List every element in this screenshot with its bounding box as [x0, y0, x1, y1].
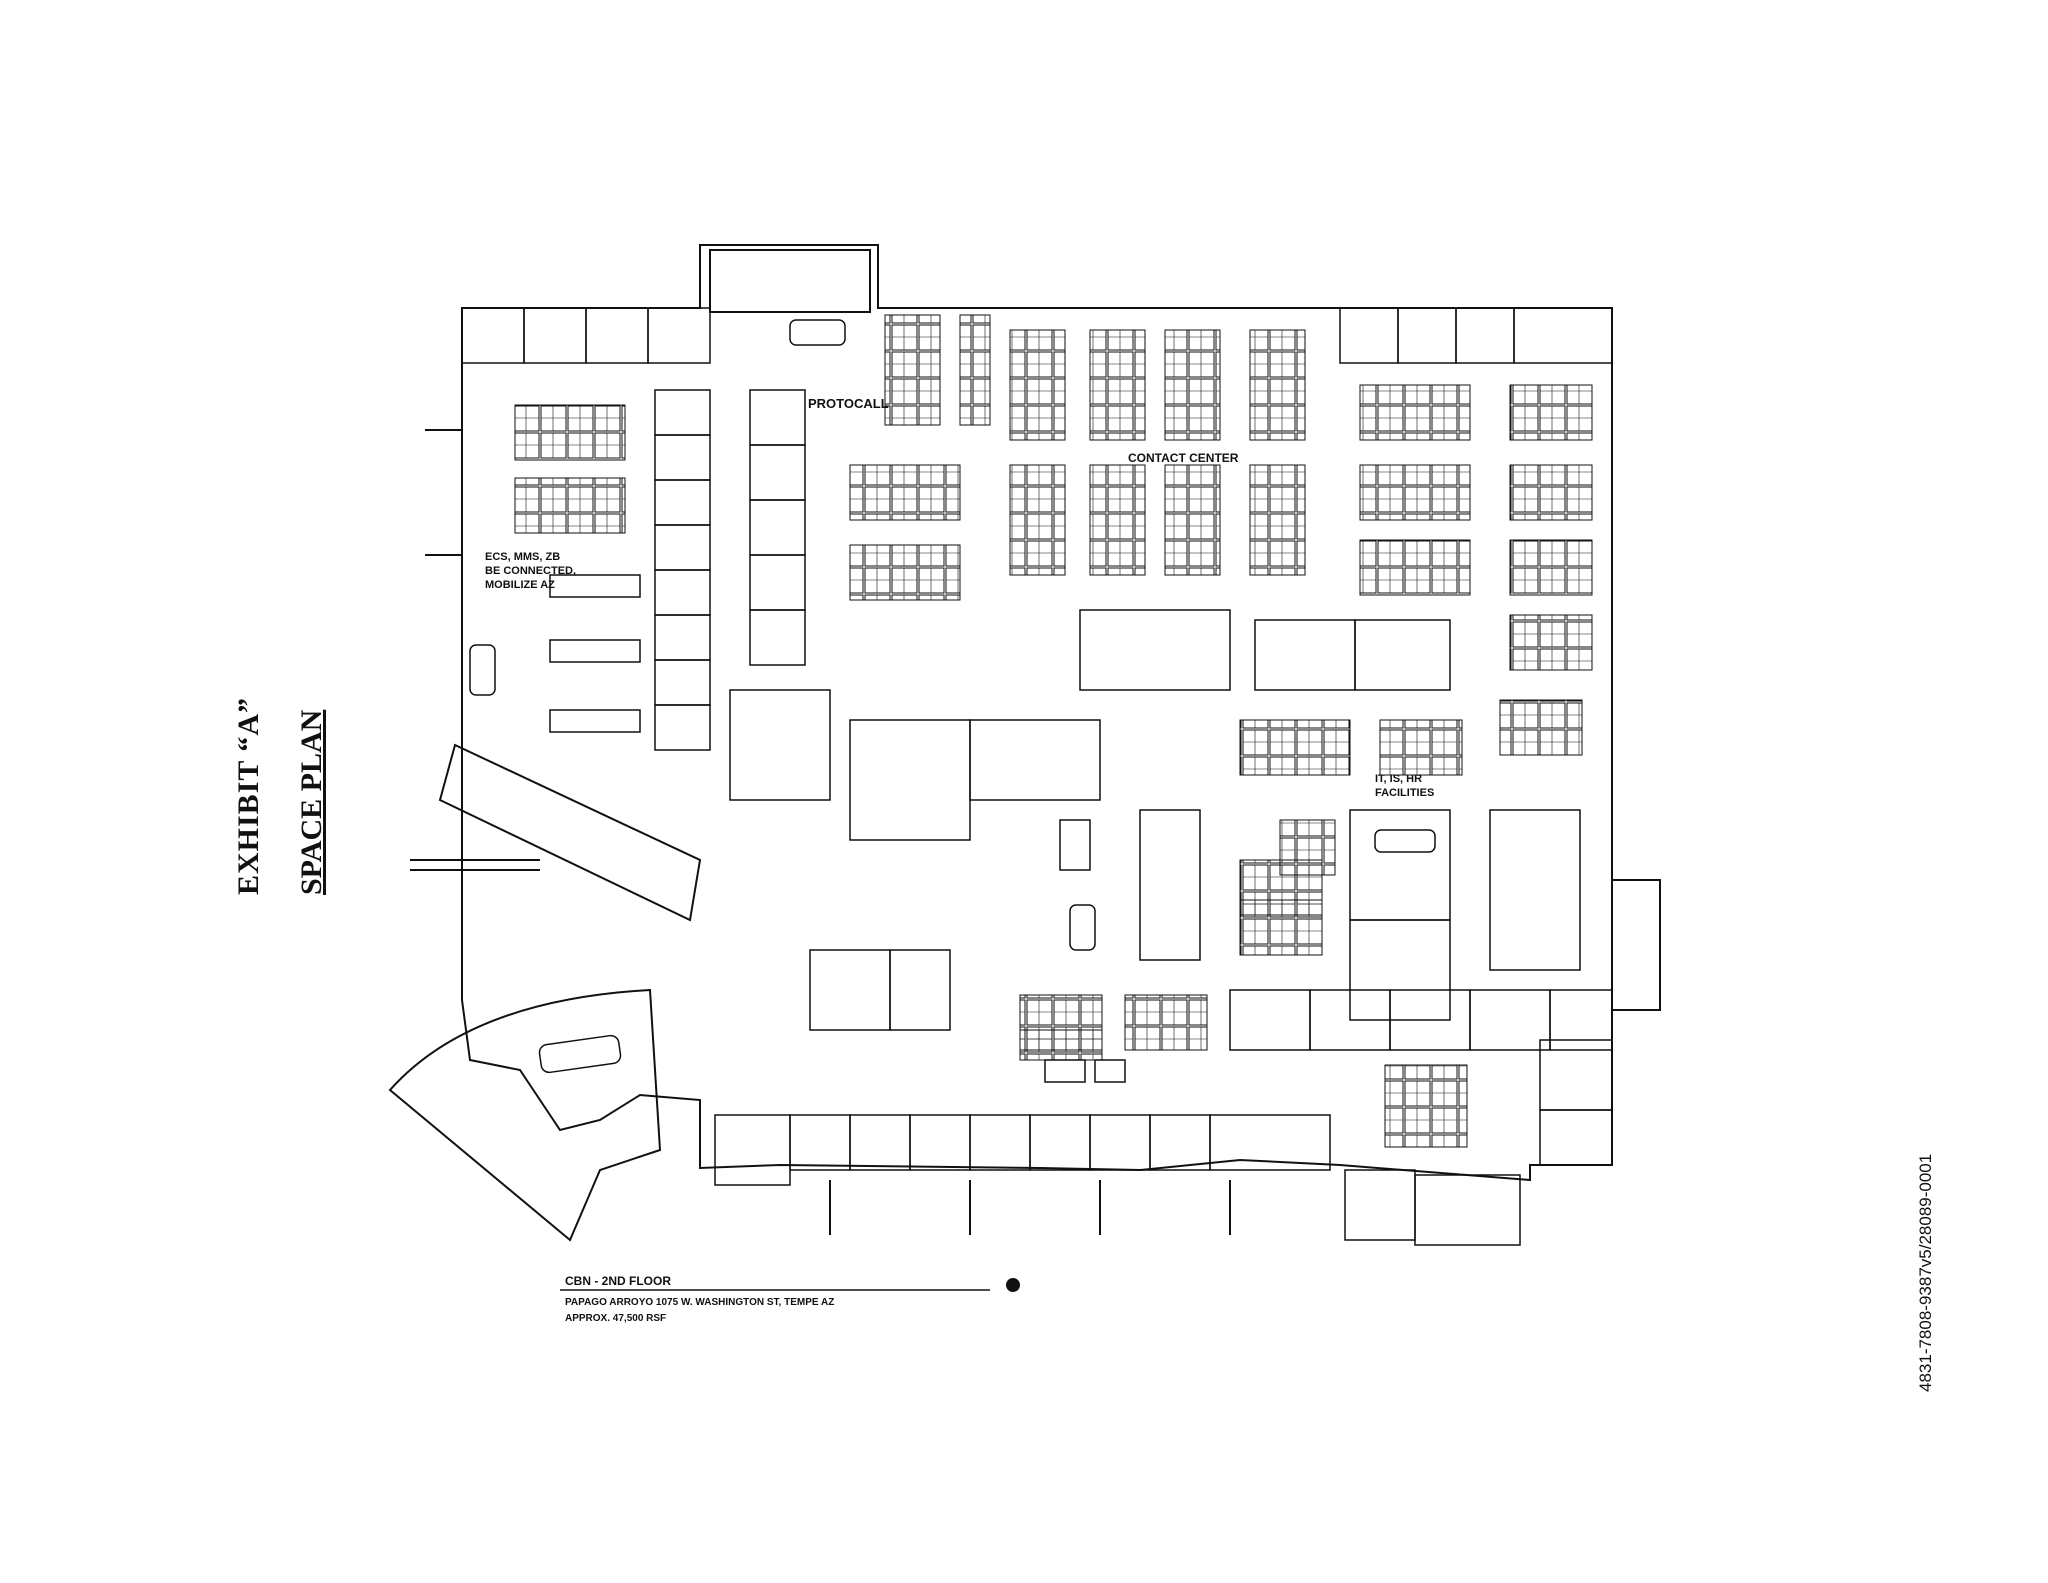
curved-wing	[388, 988, 662, 1242]
title-block: CBN - 2ND FLOOR PAPAGO ARROYO 1075 W. WA…	[560, 1274, 1020, 1324]
workstation-clusters	[514, 314, 1593, 1148]
angled-ramp	[438, 743, 702, 922]
title-block-line-2: PAPAGO ARROYO 1075 W. WASHINGTON ST, TEM…	[565, 1297, 834, 1308]
title-block-line-3: APPROX. 47,500 RSF	[565, 1313, 666, 1324]
stair-tower	[709, 249, 871, 313]
protocall-label: PROTOCALL	[808, 396, 889, 411]
it-group-label-2: FACILITIES	[1375, 787, 1434, 799]
left-group-label-1: ECS, MMS, ZB	[485, 551, 560, 563]
left-group-label-3: MOBILIZE AZ	[485, 579, 555, 591]
perimeter-offices-bottom	[714, 1114, 1521, 1246]
north-arrow-icon	[1006, 1278, 1020, 1292]
east-stair	[1611, 879, 1661, 1011]
left-group-label-2: BE CONNECTED,	[485, 565, 576, 577]
it-group-label-1: IT, IS, HR	[1375, 773, 1422, 785]
title-block-line-1: CBN - 2ND FLOOR	[565, 1274, 671, 1288]
conference-tables	[469, 319, 1436, 1083]
perimeter-offices-top	[461, 307, 1613, 364]
interior-offices	[654, 389, 1613, 1166]
contact-center-label: CONTACT CENTER	[1128, 451, 1239, 465]
